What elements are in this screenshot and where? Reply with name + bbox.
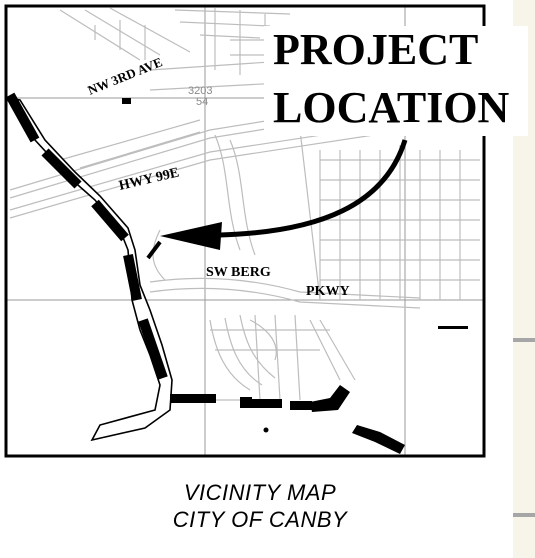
side-panel-divider: [513, 513, 535, 517]
map-caption-title: VICINITY MAP: [183, 480, 337, 505]
parcel-number: 54: [196, 96, 208, 108]
side-panel-divider: [513, 338, 535, 342]
street-label-sw-berg: SW BERG: [206, 265, 271, 280]
callout-box: [264, 26, 528, 136]
callout-line-2: LOCATION: [273, 83, 510, 132]
parcel-number: 3203: [188, 85, 212, 97]
project-dashed-alignment: [122, 98, 468, 454]
project-corridor: [6, 92, 173, 442]
callout-line-1: PROJECT: [273, 25, 478, 74]
vicinity-map: 3203 54 NW 3RD AVE HWY 99E SW BERG PKWY …: [4, 4, 528, 458]
map-border: [4, 4, 486, 458]
map-caption-subtitle: CITY OF CANBY: [172, 507, 348, 532]
side-panel-strip: [513, 0, 535, 558]
project-pointer-arrow: [160, 139, 408, 250]
street-label-pkwy: PKWY: [306, 284, 350, 299]
